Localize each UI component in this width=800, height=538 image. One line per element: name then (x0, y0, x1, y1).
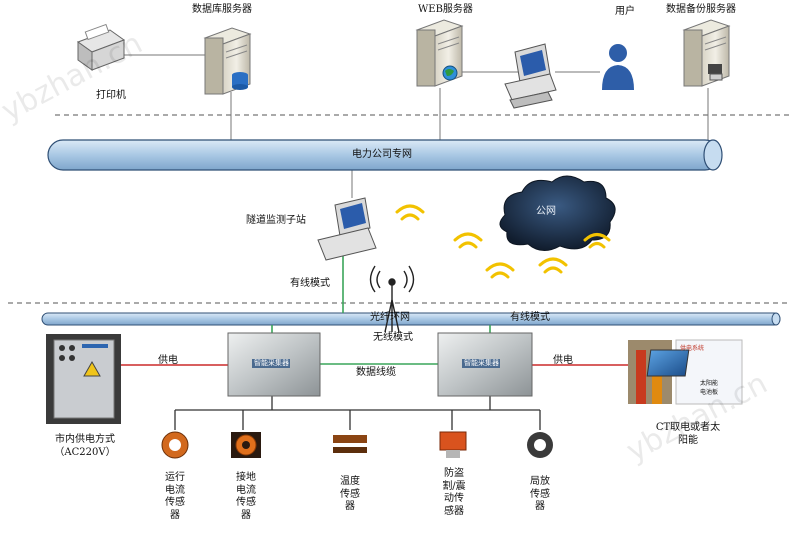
top-connectors (122, 54, 709, 198)
backup-server-icon (682, 19, 731, 87)
power-supply-left-label: 供电 (158, 355, 178, 366)
substation-label: 隧道监测子站 (246, 215, 306, 226)
wired-mode-bus-label: 有线模式 (510, 312, 550, 323)
green-links (271, 255, 491, 365)
mains-power-label: 市内供电方式 （AC220V） (54, 434, 116, 458)
ct-solar-photo (628, 339, 743, 405)
user-computer-icon (504, 43, 557, 109)
fiber-ring-pipe (41, 312, 781, 326)
substation-computer-icon (317, 197, 377, 261)
printer-label: 打印机 (96, 90, 126, 101)
web-server-icon (415, 19, 464, 87)
fiber-ring-label: 光纤环网 (370, 312, 410, 323)
data-cable-label: 数据线缆 (356, 367, 396, 378)
printer-icon (76, 23, 126, 71)
collector-left-label: 智能采集器 (254, 359, 289, 367)
wireless-signal-waves (395, 204, 611, 279)
sensor-bus (174, 396, 541, 430)
sensor-run-current-label: 运行 电流 传感 器 (165, 472, 185, 521)
sensor-icon-temperature (333, 435, 367, 453)
user-label: 用户 (615, 6, 635, 17)
solar-panel-text: 供电系统 (680, 345, 705, 352)
power-supply-right-label: 供电 (553, 355, 573, 366)
power-private-pipe (47, 139, 723, 171)
sensor-temperature-label: 温度 传感 器 (340, 476, 360, 512)
sensor-anti-theft-label: 防盗 割/震 动传 感器 (442, 468, 466, 517)
web-server-label: WEB服务器 (418, 4, 473, 15)
sensor-partial-discharge-label: 局放 传感 器 (530, 476, 550, 512)
sensor-icon-partial-discharge (527, 432, 553, 458)
solar-panel-line2: 电池板 (700, 389, 719, 396)
sensor-icon-run-current (161, 431, 189, 459)
antenna-icon (369, 265, 415, 333)
sensor-ground-current-label: 接地 电流 传感 器 (236, 472, 256, 521)
collector-right-label: 智能采集器 (464, 359, 499, 367)
wired-mode-label: 有线模式 (290, 278, 330, 289)
public-network-cloud (499, 175, 616, 251)
mains-power-panel (46, 334, 121, 424)
ct-solar-label: CT取电或者太 阳能 (655, 422, 721, 446)
sensor-icon-ground-current (231, 432, 261, 458)
public-network-label: 公网 (536, 206, 556, 217)
db-server-label: 数据库服务器 (192, 4, 252, 15)
backup-server-label: 数据备份服务器 (666, 4, 736, 15)
database-server-icon (203, 27, 252, 95)
collector-box-left (227, 332, 321, 397)
sensor-icon-anti-theft-vibration (439, 431, 467, 458)
power-private-label: 电力公司专网 (352, 149, 412, 160)
collector-box-right (437, 332, 533, 397)
user-person-icon (602, 44, 634, 90)
wireless-mode-label: 无线模式 (373, 332, 413, 343)
solar-panel-line1: 太阳能 (700, 380, 719, 387)
